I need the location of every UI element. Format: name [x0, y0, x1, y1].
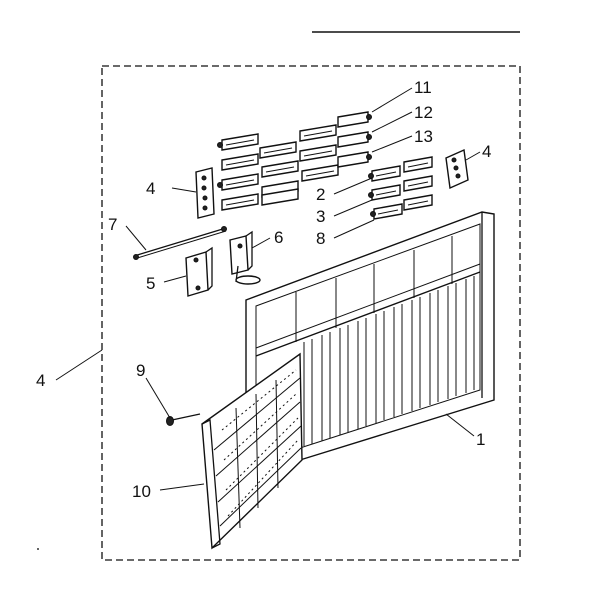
- pivot-bracket-right: [445, 148, 469, 190]
- callout-10: 10: [132, 482, 151, 501]
- assembly-border: [101, 65, 521, 561]
- louver-blades: [217, 111, 433, 220]
- callout-13: 13: [414, 127, 433, 146]
- callout-6: 6: [274, 228, 283, 247]
- pivot-bracket-left: [195, 167, 215, 219]
- callout-4-top-right: 4: [482, 142, 491, 161]
- callout-7: 7: [108, 215, 117, 234]
- callout-2: 2: [316, 185, 325, 204]
- filter-door: [201, 352, 303, 550]
- leader-lines: [55, 87, 481, 491]
- callout-9: 9: [136, 361, 145, 380]
- callout-1: 1: [476, 430, 485, 449]
- stray-mark: [37, 548, 39, 550]
- callout-8: 8: [316, 229, 325, 248]
- grille-frame: [245, 211, 495, 473]
- mounting-bracket: [185, 246, 213, 297]
- callout-4-left: 4: [36, 371, 45, 390]
- callout-5: 5: [146, 274, 155, 293]
- callout-3: 3: [316, 207, 325, 226]
- crank-bracket: [229, 230, 261, 285]
- callout-4-top-left: 4: [146, 179, 155, 198]
- connecting-rod: [133, 226, 227, 260]
- callout-11: 11: [414, 78, 432, 97]
- callout-12: 12: [414, 103, 433, 122]
- callouts: 11 12 13 4 4 2 7 6 3 8 5 4 9 1 10: [36, 78, 491, 501]
- screw: [166, 413, 201, 426]
